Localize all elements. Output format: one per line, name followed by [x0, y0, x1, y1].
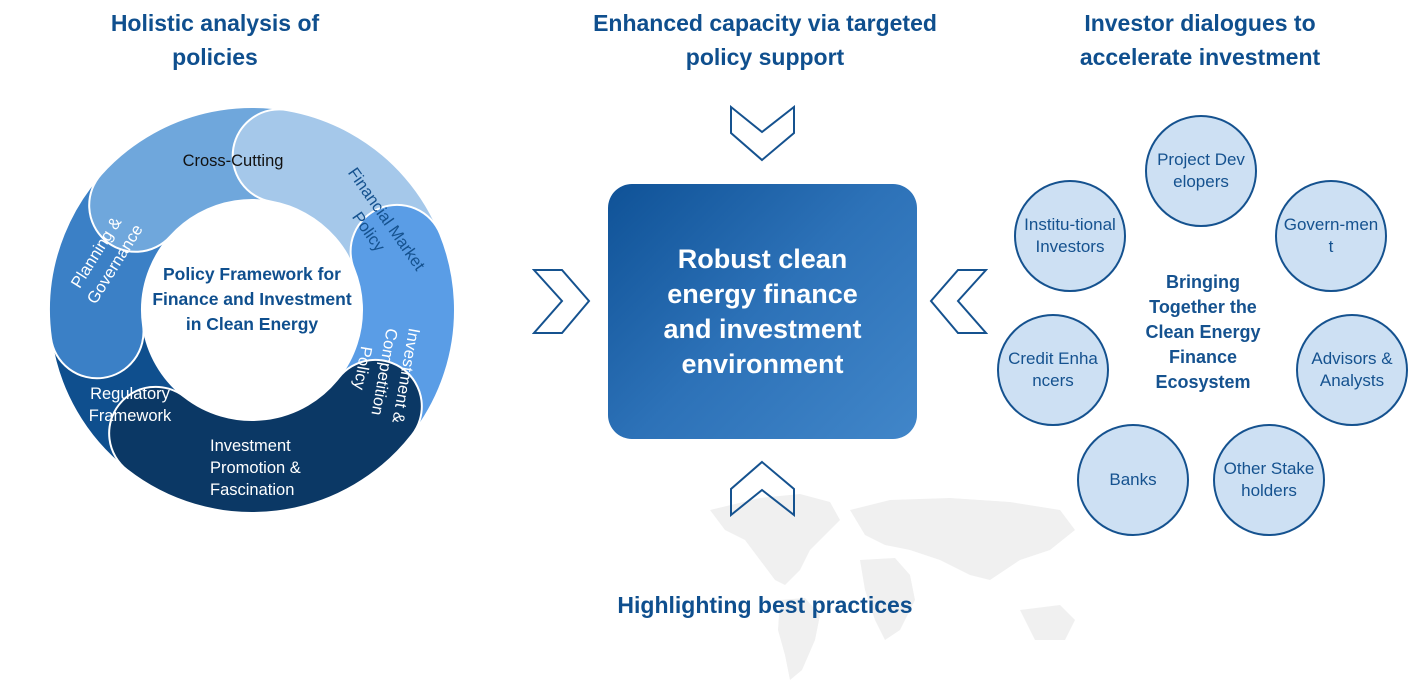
chevron-left-icon — [929, 269, 988, 334]
bubble-government: Govern-ment — [1275, 180, 1387, 292]
bubble-credit-enhancers: Credit Enhancers — [997, 314, 1109, 426]
clean-energy-environment-box: Robust clean energy finance and investme… — [608, 184, 917, 439]
bubble-other-stakeholders: Other Stakeholders — [1213, 424, 1325, 536]
heading-enhanced-capacity: Enhanced capacity via targeted policy su… — [593, 10, 937, 70]
bubble-institutional-investors: Institu-tional Investors — [1014, 180, 1126, 292]
policy-framework-center-label: Policy Framework for Finance and Investm… — [152, 264, 352, 334]
ring-segment-investment-promotion — [108, 359, 423, 514]
bubble-advisors-analysts: Advisors & Analysts — [1296, 314, 1408, 426]
chevron-up-icon — [730, 460, 795, 517]
chevron-down-icon — [730, 105, 795, 162]
ecosystem-center-label: Bringing Together the Clean Energy Finan… — [1145, 272, 1261, 392]
heading-investor-dialogues: Investor dialogues to accelerate investm… — [1079, 10, 1321, 70]
bubble-project-developers: Project Developers — [1145, 115, 1257, 227]
center-box-label: Robust clean energy finance and investme… — [663, 243, 862, 379]
heading-holistic-analysis: Holistic analysis of policies — [110, 10, 320, 70]
world-map-background — [710, 494, 1075, 680]
heading-best-practices: Highlighting best practices — [617, 592, 913, 618]
ring-label-cross-cutting: Cross-Cutting — [183, 152, 284, 170]
chevron-right-icon — [532, 269, 591, 334]
bubble-banks: Banks — [1077, 424, 1189, 536]
